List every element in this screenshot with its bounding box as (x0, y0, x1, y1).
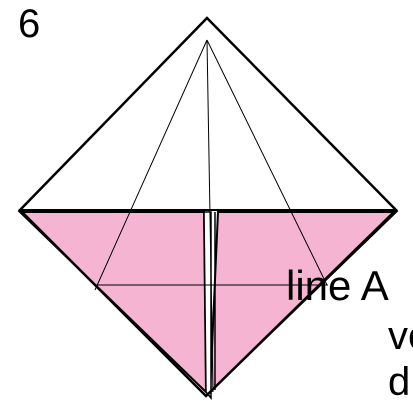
fold-line-left (94, 39, 208, 291)
fold-line-right (206, 39, 328, 286)
fold-line-center (206, 39, 214, 393)
step-number: 6 (18, 2, 41, 46)
line-a-label: line A (286, 262, 389, 309)
partial-text-1: vell (388, 316, 413, 356)
partial-text-2: d. (388, 362, 413, 402)
center-slit (203, 211, 212, 401)
diamond-outline (18, 16, 398, 398)
